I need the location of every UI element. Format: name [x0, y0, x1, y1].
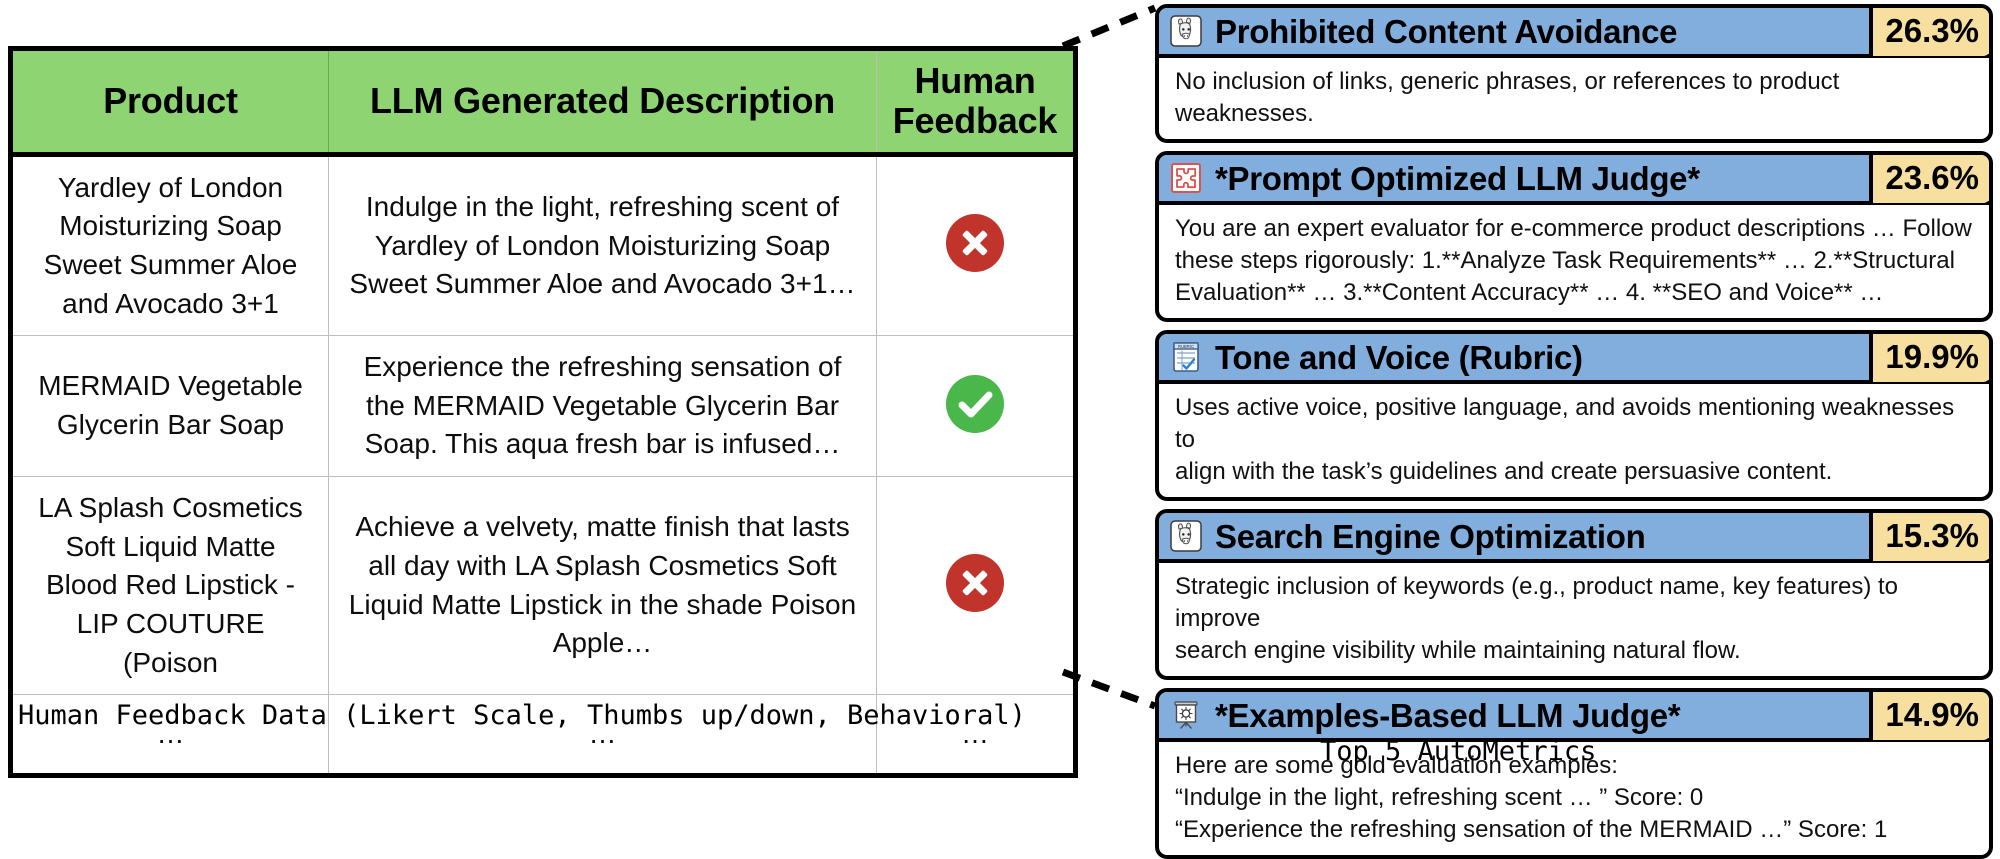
- metric-body-line: You are an expert evaluator for e-commer…: [1175, 215, 1972, 243]
- svg-text:RUBRIC: RUBRIC: [1178, 344, 1194, 349]
- metric-card-header: Prohibited Content Avoidance 26.3%: [1159, 8, 1989, 58]
- metric-body-line: “Indulge in the light, refreshing scent …: [1175, 784, 1704, 812]
- cell-description-ellipsis: …: [328, 694, 877, 777]
- automatics-caption: Top 5 AutoMetrics: [1320, 736, 1597, 767]
- table-header-row: Product LLM Generated Description Human …: [10, 48, 1076, 157]
- check-circle-icon: [946, 374, 1004, 433]
- metric-body-line: Here are some gold evaluation examples:: [1175, 752, 1618, 780]
- metric-title: Prohibited Content Avoidance: [1215, 12, 1678, 50]
- table-row-ellipsis: … … …: [10, 694, 1076, 777]
- metric-score-badge: 23.6%: [1869, 155, 1989, 204]
- metric-card-header: RUBRIC Tone and Voice (Rubric) 19.9%: [1159, 334, 1989, 385]
- metric-body-line: “Experience the refreshing sensation of …: [1175, 815, 1888, 843]
- human-feedback-table-panel: Product LLM Generated Description Human …: [8, 46, 1078, 779]
- cell-human-feedback-ellipsis: …: [876, 694, 1076, 777]
- metric-card-body: Strategic inclusion of keywords (e.g., p…: [1159, 563, 1989, 676]
- llama-icon: [1169, 14, 1203, 48]
- table-row: MERMAID Vegetable Glycerin Bar Soap Expe…: [10, 335, 1076, 477]
- metric-score-badge: 19.9%: [1869, 334, 1989, 383]
- metric-body-line: Uses active voice, positive language, an…: [1175, 394, 1955, 454]
- cell-product: MERMAID Vegetable Glycerin Bar Soap: [10, 335, 329, 477]
- metric-card-header: *Prompt Optimized LLM Judge* 23.6%: [1159, 155, 1989, 206]
- puzzle-piece-icon: [1169, 161, 1203, 195]
- metric-score-badge: 14.9%: [1869, 692, 1989, 741]
- table-row: Yardley of London Moisturizing Soap Swee…: [10, 153, 1076, 337]
- column-header-product: Product: [10, 48, 329, 157]
- human-feedback-table: Product LLM Generated Description Human …: [8, 46, 1078, 779]
- cell-product-ellipsis: …: [10, 694, 329, 777]
- column-header-human-feedback: Human Feedback: [876, 48, 1076, 157]
- cell-human-feedback: [876, 335, 1076, 477]
- table-row: LA Splash Cosmetics Soft Liquid Matte Bl…: [10, 475, 1076, 696]
- metric-card-header: *Examples-Based LLM Judge* 14.9%: [1159, 692, 1989, 743]
- metric-card-body: You are an expert evaluator for e-commer…: [1159, 205, 1989, 318]
- metric-card-header: Search Engine Optimization 15.3%: [1159, 513, 1989, 564]
- rubric-clipboard-icon: RUBRIC: [1169, 340, 1203, 374]
- metric-body-line: Evaluation** … 3.**Content Accuracy** … …: [1175, 278, 1884, 306]
- metric-title: *Examples-Based LLM Judge*: [1215, 696, 1681, 734]
- cell-description: Indulge in the light, refreshing scent o…: [328, 153, 877, 337]
- metric-score-badge: 26.3%: [1869, 8, 1989, 56]
- cell-human-feedback: [876, 153, 1076, 337]
- cell-product: LA Splash Cosmetics Soft Liquid Matte Bl…: [10, 475, 329, 696]
- cell-description: Achieve a velvety, matte finish that las…: [328, 475, 877, 696]
- column-header-description: LLM Generated Description: [328, 48, 877, 157]
- automatics-card-list: Prohibited Content Avoidance 26.3% No in…: [1155, 4, 1993, 859]
- cell-description: Experience the refreshing sensation of t…: [328, 335, 877, 477]
- metric-card-tone-and-voice-rubric[interactable]: RUBRIC Tone and Voice (Rubric) 19.9% Use…: [1155, 330, 1993, 502]
- metric-body-line: Strategic inclusion of keywords (e.g., p…: [1175, 573, 1899, 633]
- metric-score-badge: 15.3%: [1869, 513, 1989, 562]
- cross-circle-icon: [946, 214, 1004, 273]
- cell-product: Yardley of London Moisturizing Soap Swee…: [10, 153, 329, 337]
- metric-card-prompt-optimized-llm-judge[interactable]: *Prompt Optimized LLM Judge* 23.6% You a…: [1155, 151, 1993, 323]
- metric-title: Tone and Voice (Rubric): [1215, 338, 1583, 376]
- metric-body-line: No inclusion of links, generic phrases, …: [1175, 68, 1840, 127]
- human-feedback-caption: Human Feedback Data (Likert Scale, Thumb…: [18, 700, 1026, 731]
- flipchart-icon: [1169, 698, 1203, 732]
- cross-circle-icon: [946, 554, 1004, 613]
- llama-icon: [1169, 519, 1203, 553]
- metric-card-body: No inclusion of links, generic phrases, …: [1159, 58, 1989, 139]
- metric-body-line: search engine visibility while maintaini…: [1175, 636, 1741, 664]
- metric-card-search-engine-optimization[interactable]: Search Engine Optimization 15.3% Strateg…: [1155, 509, 1993, 681]
- metric-title: *Prompt Optimized LLM Judge*: [1215, 159, 1700, 197]
- metric-card-prohibited-content-avoidance[interactable]: Prohibited Content Avoidance 26.3% No in…: [1155, 4, 1993, 144]
- metric-body-line: align with the task’s guidelines and cre…: [1175, 457, 1833, 485]
- metric-card-examples-based-llm-judge[interactable]: *Examples-Based LLM Judge* 14.9% Here ar…: [1155, 688, 1993, 859]
- cell-human-feedback: [876, 475, 1076, 696]
- metric-title: Search Engine Optimization: [1215, 517, 1646, 555]
- metric-body-line: these steps rigorously: 1.**Analyze Task…: [1175, 247, 1955, 275]
- metric-card-body: Uses active voice, positive language, an…: [1159, 384, 1989, 497]
